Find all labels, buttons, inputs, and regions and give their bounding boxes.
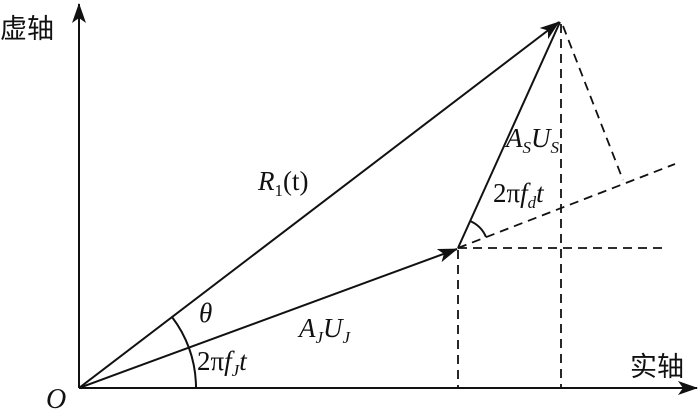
jammer-phase-frequency: f — [224, 346, 235, 376]
signal-amplitude-symbol: A — [504, 123, 523, 153]
resultant-symbol: R — [257, 166, 275, 196]
signal-voltage-symbol: U — [531, 123, 552, 153]
jammer-phase-subscript: J — [232, 361, 241, 380]
doppler-phase-subscript: d — [528, 193, 537, 212]
doppler-phase-arc — [469, 220, 487, 238]
jammer-voltage-symbol: U — [323, 313, 344, 343]
imaginary-axis-label: 虚轴 — [0, 14, 54, 45]
dashed-perpendicular — [562, 25, 624, 181]
jammer-phase-prefix: 2π — [197, 346, 225, 376]
jammer-phase-arc — [188, 347, 198, 389]
jammer-voltage-subscript: J — [343, 328, 352, 347]
resultant-argument: (t) — [283, 166, 308, 196]
origin-label: O — [46, 384, 66, 409]
signal-voltage-subscript: S — [551, 138, 560, 157]
doppler-phase-prefix: 2π — [493, 178, 521, 208]
theta-label: θ — [199, 298, 212, 328]
jammer-phase-label: 2πfJt — [197, 346, 248, 380]
doppler-phase-time: t — [536, 178, 545, 208]
signal-amplitude-subscript: S — [523, 138, 532, 157]
theta-arc — [171, 316, 190, 349]
resultant-vector — [78, 21, 560, 389]
real-axis-label: 实轴 — [630, 352, 684, 383]
resultant-subscript: 1 — [275, 181, 284, 200]
dashed-jammer-extension — [457, 163, 676, 249]
jammer-phase-time: t — [239, 346, 248, 376]
resultant-label: R1(t) — [257, 166, 308, 200]
jammer-amplitude-symbol: A — [297, 313, 316, 343]
signal-vector-label: ASUS — [504, 123, 560, 157]
jammer-vector — [78, 248, 458, 389]
doppler-phase-label: 2πfdt — [493, 178, 545, 212]
doppler-phase-frequency: f — [520, 178, 531, 208]
jammer-vector-label: AJUJ — [297, 313, 352, 347]
signal-vector — [457, 21, 561, 249]
jammer-amplitude-subscript: J — [316, 328, 325, 347]
